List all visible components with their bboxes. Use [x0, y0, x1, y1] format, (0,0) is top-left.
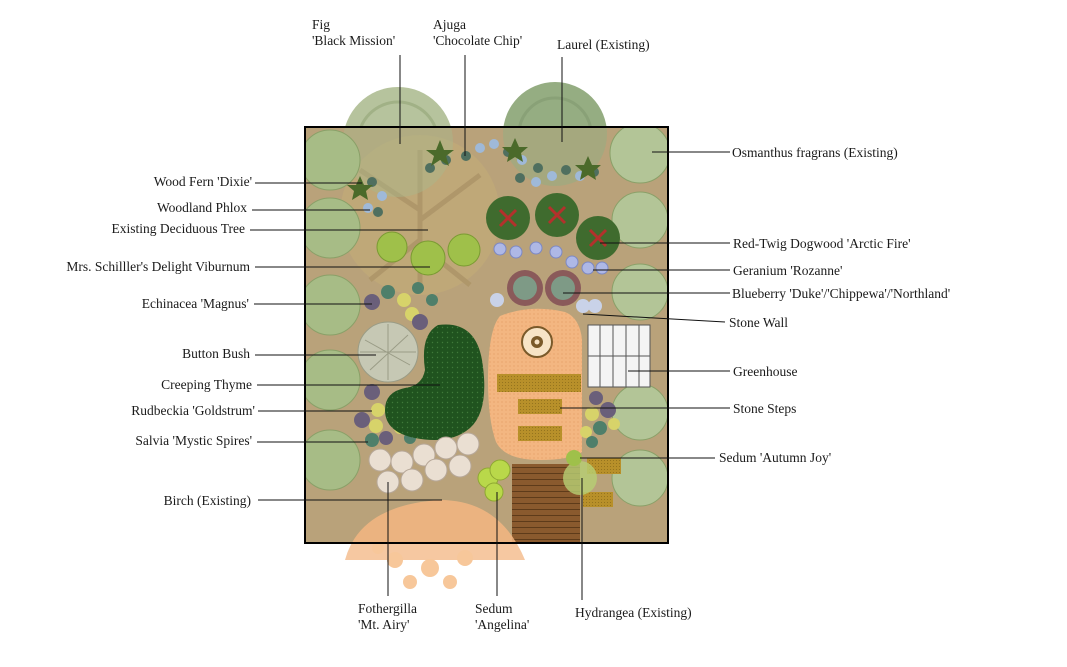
stone-steps — [497, 374, 621, 507]
label-sedum-angelina: Sedum'Angelina' — [475, 601, 530, 632]
label-greenhouse: Greenhouse — [733, 364, 798, 379]
button-bush — [357, 321, 419, 383]
label-button-bush: Button Bush — [182, 346, 250, 361]
hydrangea — [563, 450, 597, 495]
label-existing-deciduous-tree: Existing Deciduous Tree — [111, 221, 246, 236]
left-existing-trees — [305, 129, 361, 491]
label-viburnum: Mrs. Schilller's Delight Viburnum — [66, 259, 250, 274]
geranium-bed — [493, 241, 609, 275]
label-stone-steps: Stone Steps — [733, 401, 797, 416]
label-fothergilla: Fothergilla'Mt. Airy' — [358, 601, 417, 632]
label-rudbeckia: Rudbeckia 'Goldstrum' — [131, 403, 255, 418]
label-ajuga: Ajuga'Chocolate Chip' — [433, 17, 523, 48]
top-perennial-bed — [347, 138, 601, 217]
label-stone-wall: Stone Wall — [729, 315, 789, 330]
greenhouse — [587, 324, 651, 388]
label-sedum-autumn-joy: Sedum 'Autumn Joy' — [719, 450, 832, 465]
red-twig-dogwood — [486, 193, 620, 260]
label-salvia: Salvia 'Mystic Spires' — [135, 433, 252, 448]
blueberry-shrubs — [490, 270, 602, 313]
label-echinacea: Echinacea 'Magnus' — [141, 296, 249, 311]
label-birch: Birch (Existing) — [163, 493, 251, 508]
birch-leaves — [372, 542, 473, 589]
label-woodland-phlox: Woodland Phlox — [156, 200, 247, 215]
sedum-angelina — [477, 459, 511, 502]
label-fig: Fig'Black Mission' — [312, 17, 396, 48]
label-wood-fern: Wood Fern 'Dixie' — [153, 174, 252, 189]
label-red-twig-dogwood: Red-Twig Dogwood 'Arctic Fire' — [733, 236, 911, 251]
right-perennial-mix — [580, 391, 620, 448]
label-osmanthus: Osmanthus fragrans (Existing) — [732, 145, 898, 160]
label-geranium: Geranium 'Rozanne' — [733, 263, 843, 278]
label-blueberry: Blueberry 'Duke'/'Chippewa'/'Northland' — [732, 286, 951, 301]
label-creeping-thyme: Creeping Thyme — [161, 377, 252, 392]
label-laurel: Laurel (Existing) — [557, 37, 650, 52]
osmanthus-trees — [609, 127, 668, 507]
fountain — [521, 326, 553, 358]
label-hydrangea: Hydrangea (Existing) — [575, 605, 692, 620]
creeping-thyme-lawn — [385, 324, 485, 441]
leader-lines — [250, 55, 730, 600]
garden-plot-border — [304, 126, 669, 544]
